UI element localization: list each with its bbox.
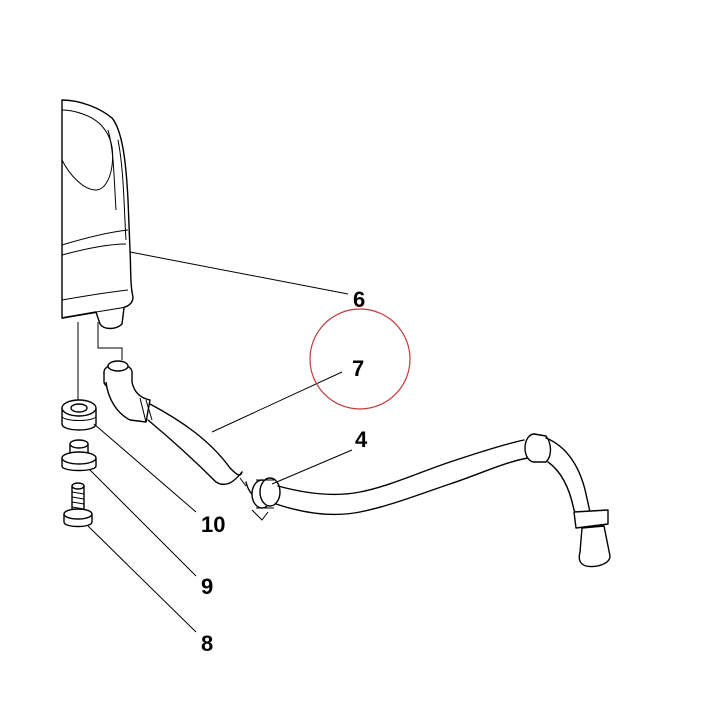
callout-9: 9	[201, 574, 213, 599]
leader-9	[89, 469, 197, 577]
leader-7	[211, 371, 343, 433]
leader-lines	[87, 251, 353, 633]
highlight-circle	[309, 308, 411, 410]
bushing-part-9	[61, 439, 97, 472]
leader-4	[271, 449, 353, 485]
callout-4: 4	[355, 427, 368, 452]
leader-6	[129, 251, 349, 295]
leader-8	[87, 525, 197, 633]
callout-10: 10	[201, 512, 225, 537]
hose-part-7	[103, 360, 243, 486]
hose-clip-part-4	[239, 477, 281, 521]
screw-part-8	[63, 482, 93, 528]
callout-6: 6	[353, 287, 365, 312]
leader-10	[93, 423, 197, 513]
reservoir-housing	[61, 99, 134, 330]
grommet-part-10	[61, 399, 97, 431]
callout-8: 8	[201, 631, 213, 656]
outlet-spigot	[97, 322, 123, 360]
callout-7: 7	[352, 356, 364, 381]
long-hose	[275, 433, 611, 568]
